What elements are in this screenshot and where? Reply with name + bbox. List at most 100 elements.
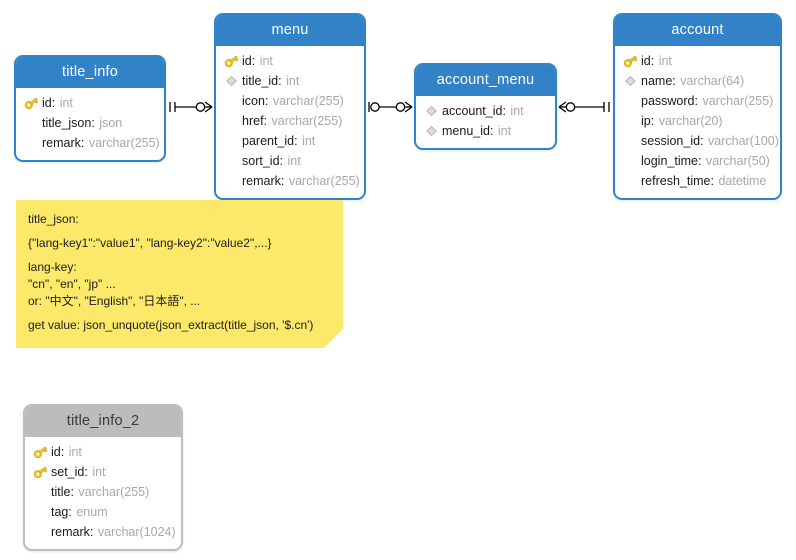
note-line: title_json: <box>28 212 79 226</box>
field-row[interactable]: ip: varchar(20) <box>622 111 774 131</box>
field-name: id <box>51 445 61 459</box>
note-line: or: "中文", "English", "日本語", ... <box>28 294 201 308</box>
field-name: session_id <box>641 134 701 148</box>
field-separator: : <box>694 94 702 108</box>
field-marker-none <box>622 133 639 149</box>
field-type: int <box>287 154 301 168</box>
primary-key-icon <box>223 53 240 69</box>
field-row[interactable]: remark: varchar(255) <box>223 171 360 191</box>
field-type: int <box>92 465 106 479</box>
field-row[interactable]: id: int <box>32 442 175 462</box>
field-row[interactable]: tag: enum <box>32 502 175 522</box>
field-type: varchar(255) <box>88 136 160 150</box>
field-row[interactable]: id: int <box>23 93 158 113</box>
field-type: varchar(255) <box>271 114 343 128</box>
field-marker-none <box>223 93 240 109</box>
field-marker-none <box>32 484 49 500</box>
note-line: get value: json_unquote(json_extract(tit… <box>28 318 314 332</box>
field-separator: : <box>278 74 286 88</box>
field-separator: : <box>80 136 88 150</box>
field-name: sort_id <box>242 154 280 168</box>
field-separator: : <box>294 134 302 148</box>
field-separator: : <box>251 54 259 68</box>
field-separator: : <box>89 525 97 539</box>
field-name: icon <box>242 94 265 108</box>
field-name: parent_id <box>242 134 295 148</box>
field-name: set_id <box>51 465 85 479</box>
field-row[interactable]: name: varchar(64) <box>622 71 774 91</box>
field-row[interactable]: title_id: int <box>223 71 358 91</box>
field-separator: : <box>672 74 680 88</box>
field-type: varchar(100) <box>708 134 779 148</box>
field-row[interactable]: menu_id: int <box>423 121 549 141</box>
field-marker-none <box>622 93 639 109</box>
field-type: varchar(50) <box>705 154 770 168</box>
field-separator: : <box>697 154 705 168</box>
field-row[interactable]: parent_id: int <box>223 131 358 151</box>
field-name: remark <box>242 174 281 188</box>
field-row[interactable]: title: varchar(255) <box>32 482 175 502</box>
field-separator: : <box>280 174 288 188</box>
field-separator: : <box>489 124 497 138</box>
field-type: int <box>658 54 672 68</box>
sticky-note[interactable]: title_json:{"lang-key1":"value1", "lang-… <box>16 200 343 348</box>
field-name: name <box>641 74 673 88</box>
field-type: int <box>259 54 273 68</box>
note-line: "cn", "en", "jp" ... <box>28 277 116 291</box>
field-name: ip <box>641 114 651 128</box>
entity-title-account: account <box>615 15 780 46</box>
field-type: int <box>68 445 82 459</box>
field-separator: : <box>279 154 287 168</box>
field-row[interactable]: account_id: int <box>423 101 549 121</box>
field-row[interactable]: icon: varchar(255) <box>223 91 358 111</box>
field-row[interactable]: remark: varchar(255) <box>23 133 160 153</box>
field-row[interactable]: set_id: int <box>32 462 175 482</box>
primary-key-icon <box>622 53 639 69</box>
field-row[interactable]: remark: varchar(1024) <box>32 522 176 542</box>
field-name: title_id <box>242 74 279 88</box>
field-row[interactable]: id: int <box>223 51 358 71</box>
field-name: tag <box>51 505 69 519</box>
primary-key-icon <box>23 95 40 111</box>
field-row[interactable]: password: varchar(255) <box>622 91 774 111</box>
field-row[interactable]: refresh_time: datetime <box>622 171 774 191</box>
field-row[interactable]: title_json: json <box>23 113 158 133</box>
field-type: varchar(255) <box>288 174 360 188</box>
primary-key-icon <box>32 464 49 480</box>
field-row[interactable]: login_time: varchar(50) <box>622 151 774 171</box>
entity-title-title_info: title_info <box>16 57 164 88</box>
field-separator: : <box>263 114 271 128</box>
field-marker-none <box>223 113 240 129</box>
field-marker-none <box>223 133 240 149</box>
field-marker-none <box>32 504 49 520</box>
entity-title-account_menu: account_menu <box>416 65 555 96</box>
foreign-key-diamond-icon <box>622 73 639 89</box>
field-marker-none <box>622 113 639 129</box>
field-marker-none <box>23 135 40 151</box>
field-row[interactable]: sort_id: int <box>223 151 358 171</box>
field-name: remark <box>42 136 81 150</box>
field-type: varchar(64) <box>680 74 745 88</box>
foreign-key-diamond-icon <box>223 73 240 89</box>
field-row[interactable]: session_id: varchar(100) <box>622 131 779 151</box>
field-name: title_json <box>42 116 92 130</box>
field-type: json <box>99 116 123 130</box>
field-type: varchar(255) <box>702 94 774 108</box>
field-type: datetime <box>718 174 767 188</box>
field-row[interactable]: id: int <box>622 51 774 71</box>
field-type: int <box>497 124 512 138</box>
field-name: account_id <box>442 104 503 118</box>
primary-key-icon <box>32 444 49 460</box>
field-row[interactable]: href: varchar(255) <box>223 111 358 131</box>
field-name: href <box>242 114 264 128</box>
field-separator: : <box>264 94 272 108</box>
